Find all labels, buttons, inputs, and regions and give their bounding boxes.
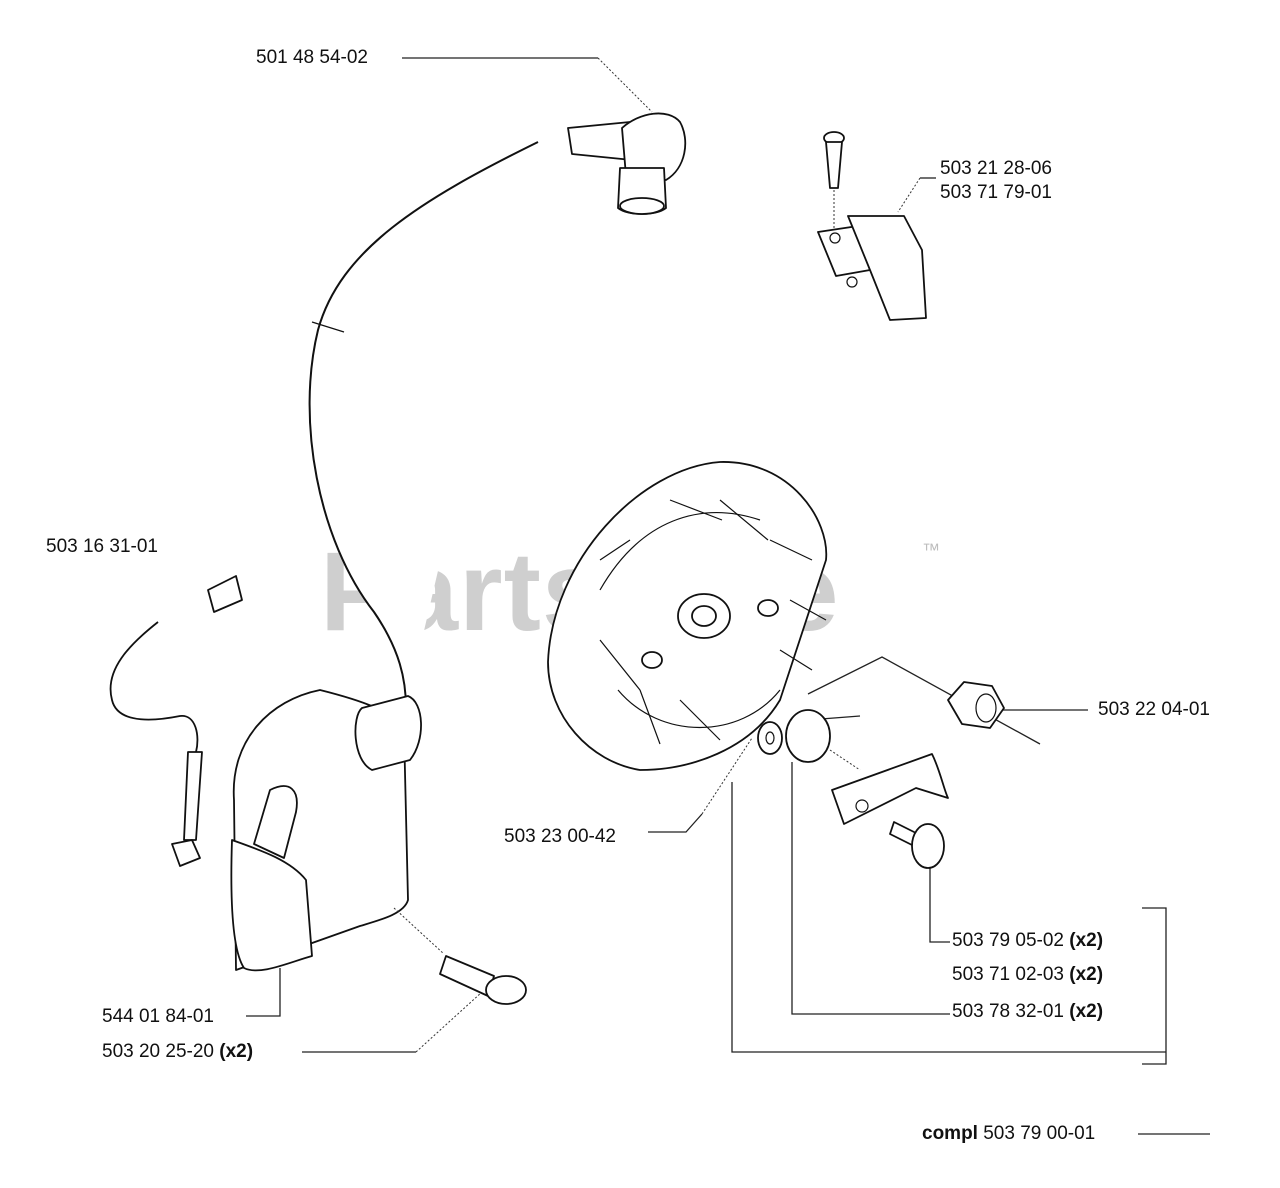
label-coil-screw-number: 503 20 25-20 [102, 1041, 214, 1062]
label-complete-flywheel[interactable]: compl 503 79 00-01 [922, 1123, 1095, 1145]
label-wire-terminal[interactable]: 503 16 31-01 [46, 536, 158, 557]
washer-icon [757, 721, 783, 755]
label-pawl[interactable]: 503 71 02-03 (x2) [952, 964, 1103, 986]
label-spring-number: 503 78 32-01 [952, 1001, 1064, 1022]
label-coil-screw-qty: (x2) [219, 1041, 254, 1062]
label-spring[interactable]: 503 78 32-01 (x2) [952, 1001, 1103, 1023]
label-pawl-number: 503 71 02-03 [952, 964, 1064, 985]
ignition-coil-icon [230, 689, 422, 972]
label-spring-qty: (x2) [1069, 1001, 1104, 1022]
label-spark-plug-cap[interactable]: 501 48 54-02 [256, 47, 368, 68]
label-coil-screw[interactable]: 503 20 25-20 (x2) [102, 1041, 253, 1063]
coil-screw-icon [393, 907, 527, 1005]
label-pawl-qty: (x2) [1069, 964, 1104, 985]
label-screw[interactable]: 503 21 28-06 [940, 158, 1052, 179]
label-control-module[interactable]: 503 71 79-01 [940, 182, 1052, 203]
spark-plug-cap-icon [567, 112, 687, 215]
nut-icon [947, 681, 1005, 729]
label-nut[interactable]: 503 22 04-01 [1098, 699, 1210, 720]
trademark-symbol: ™ [922, 540, 940, 560]
label-compl-prefix: compl [922, 1123, 978, 1144]
pawl-pin-icon [889, 821, 945, 869]
screw-icon [823, 131, 845, 242]
label-washer[interactable]: 503 23 00-42 [504, 826, 616, 847]
label-pawl-pin-qty: (x2) [1069, 930, 1104, 951]
label-pawl-pin-number: 503 79 05-02 [952, 930, 1064, 951]
label-compl-number: 503 79 00-01 [983, 1123, 1096, 1144]
leader-lines [246, 57, 1210, 1135]
label-ignition-coil[interactable]: 544 01 84-01 [102, 1006, 214, 1027]
label-pawl-pin[interactable]: 503 79 05-02 (x2) [952, 930, 1103, 952]
wire-terminal-icon [109, 575, 243, 867]
ignition-lead-icon [308, 141, 539, 709]
flywheel-icon [547, 461, 828, 771]
spring-icon [785, 709, 861, 771]
pawl-icon [831, 753, 949, 825]
control-module-icon [817, 215, 927, 321]
